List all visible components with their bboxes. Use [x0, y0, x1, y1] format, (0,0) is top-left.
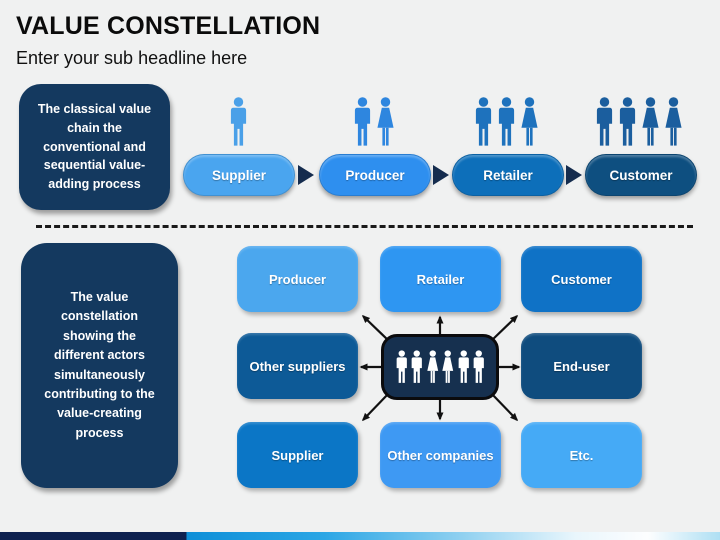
- grid-box-label: Other suppliers: [249, 358, 346, 374]
- person-icon: [456, 343, 472, 391]
- person-icon: [662, 96, 685, 148]
- chain-pill-label: Supplier: [211, 167, 266, 183]
- retailer-people-icon: [472, 96, 541, 148]
- value-constellation-description-box: The value constellation showing the diff…: [21, 243, 178, 488]
- person-icon: [639, 96, 662, 148]
- value-constellation-description-text: The value constellation showing the diff…: [44, 290, 155, 440]
- person-icon: [593, 96, 616, 148]
- chain-pill-producer: Producer: [319, 154, 431, 196]
- grid-box-customer: Customer: [521, 246, 642, 312]
- chain-pill-customer: Customer: [585, 154, 697, 196]
- person-icon: [518, 96, 541, 148]
- customer-people-icon: [593, 96, 685, 148]
- supplier-people-icon: [227, 96, 250, 148]
- producer-people-icon: [351, 96, 397, 148]
- person-icon: [351, 96, 374, 148]
- person-icon: [374, 96, 397, 148]
- grid-box-label: Producer: [268, 271, 327, 287]
- person-icon: [616, 96, 639, 148]
- person-icon: [472, 96, 495, 148]
- grid-box-label: Other companies: [387, 447, 494, 463]
- grid-box-other-companies: Other companies: [380, 422, 501, 488]
- grid-box-producer: Producer: [237, 246, 358, 312]
- grid-box-label: Etc.: [569, 447, 594, 463]
- grid-box-label: Supplier: [271, 447, 324, 463]
- chain-arrow-icon: [566, 165, 582, 185]
- grid-box-etc: Etc.: [521, 422, 642, 488]
- grid-box-label: Retailer: [416, 271, 465, 287]
- grid-box-other-suppliers: Other suppliers: [237, 333, 358, 399]
- person-icon: [227, 96, 250, 148]
- value-chain-description-box: The classical value chain the convention…: [19, 84, 170, 210]
- chain-pill-retailer: Retailer: [452, 154, 564, 196]
- person-icon: [409, 343, 425, 391]
- person-icon: [440, 343, 456, 391]
- grid-box-retailer: Retailer: [380, 246, 501, 312]
- person-icon: [425, 343, 441, 391]
- value-chain-description-text: The classical value chain the convention…: [37, 102, 152, 192]
- chain-arrow-icon: [433, 165, 449, 185]
- page-subtitle: Enter your sub headline here: [16, 48, 248, 68]
- chain-pill-label: Producer: [345, 167, 405, 183]
- center-actors-box: [381, 334, 499, 400]
- page-title: VALUE CONSTELLATION: [16, 12, 321, 40]
- grid-box-end-user: End-user: [521, 333, 642, 399]
- chain-pill-supplier: Supplier: [183, 154, 295, 196]
- person-icon: [471, 343, 487, 391]
- chain-arrow-icon: [298, 165, 314, 185]
- grid-box-label: Customer: [551, 271, 612, 287]
- chain-pill-label: Customer: [609, 167, 673, 183]
- person-icon: [495, 96, 518, 148]
- section-divider: [36, 225, 693, 228]
- person-icon: [394, 343, 410, 391]
- grid-box-supplier: Supplier: [237, 422, 358, 488]
- grid-box-label: End-user: [553, 358, 610, 374]
- footer-accent-bar: [0, 532, 720, 540]
- chain-pill-label: Retailer: [483, 167, 533, 183]
